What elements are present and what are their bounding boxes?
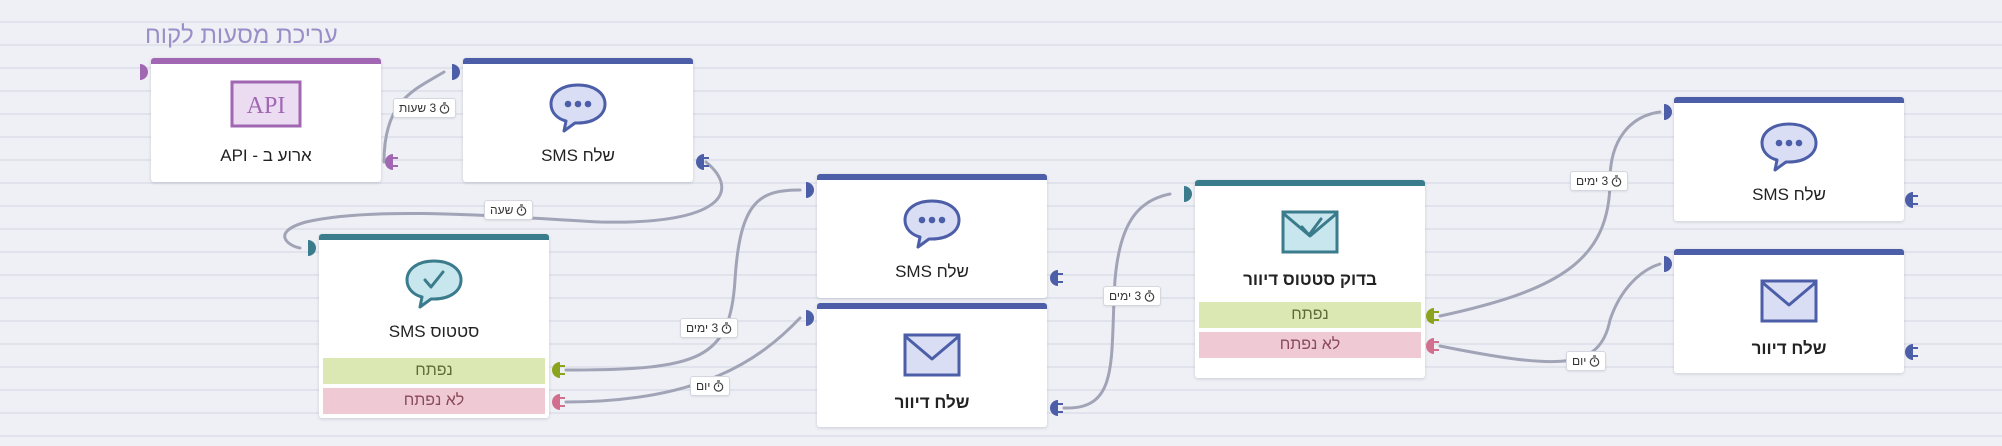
envelope-icon	[817, 333, 1047, 377]
node-header-bar	[319, 234, 549, 240]
branch-opened[interactable]: נפתח	[1199, 302, 1421, 328]
wire-check-opened-to-sms	[1438, 110, 1662, 318]
input-port	[1664, 104, 1672, 120]
output-plug-mail-1	[1050, 400, 1063, 416]
node-send-mail-2[interactable]: שלח דיוור	[1674, 249, 1904, 373]
node-header-bar	[1195, 180, 1425, 186]
node-title: שלח SMS	[1752, 185, 1826, 204]
chat-bubble-icon	[1674, 121, 1904, 173]
delay-label[interactable]: 3 שעות	[393, 98, 457, 118]
delay-label[interactable]: 3 ימים	[1103, 286, 1162, 306]
output-plug-sms-2	[1050, 270, 1063, 286]
chat-check-icon	[319, 258, 549, 310]
stopwatch-icon	[714, 380, 724, 392]
node-title: שלח דיוור	[894, 393, 970, 412]
stopwatch-icon	[439, 102, 450, 114]
node-title: שלח דיוור	[1751, 339, 1827, 358]
output-plug-sms-3	[1905, 192, 1918, 208]
delay-label[interactable]: 3 ימים	[680, 318, 739, 338]
delay-label[interactable]: שעה	[484, 200, 534, 220]
stopwatch-icon	[1144, 290, 1155, 302]
node-header-bar	[817, 174, 1047, 180]
stopwatch-icon	[1590, 355, 1600, 367]
branch-opened[interactable]: נפתח	[323, 358, 545, 384]
node-api-event[interactable]: API ארוע ב - API	[151, 58, 381, 182]
branch-not-opened[interactable]: לא נפתח	[323, 388, 545, 414]
node-title: שלח SMS	[895, 262, 969, 281]
node-title: בדוק סטטוס דיוור	[1243, 270, 1377, 289]
output-plug-status-not-opened	[552, 394, 565, 410]
stopwatch-icon	[517, 204, 527, 216]
branch-not-opened[interactable]: לא נפתח	[1199, 332, 1421, 358]
chat-bubble-icon	[463, 82, 693, 134]
node-header-bar	[463, 58, 693, 64]
node-header-bar	[1674, 97, 1904, 103]
delay-label[interactable]: יום	[1566, 351, 1607, 371]
wire-check-not-opened-to-mail	[1438, 262, 1662, 364]
delay-label[interactable]: יום	[690, 376, 731, 396]
node-send-sms-1[interactable]: שלח SMS	[463, 58, 693, 182]
wire-status-not-opened-to-mail	[564, 316, 802, 404]
node-header-bar	[1674, 249, 1904, 255]
node-title: סטטוס SMS	[388, 322, 480, 341]
output-plug-check-opened	[1426, 308, 1439, 324]
node-header-bar	[817, 303, 1047, 309]
wire-status-opened-to-sms	[564, 188, 802, 372]
delay-label[interactable]: 3 ימים	[1570, 171, 1629, 191]
stopwatch-icon	[1611, 175, 1622, 187]
node-check-mail-status[interactable]: בדוק סטטוס דיוור נפתח לא נפתח	[1195, 180, 1425, 378]
envelope-check-icon	[1195, 210, 1425, 254]
api-icon: API	[151, 80, 381, 128]
input-port	[1184, 186, 1192, 202]
envelope-icon	[1674, 279, 1904, 323]
node-send-mail-1[interactable]: שלח דיוור	[817, 303, 1047, 427]
output-plug-check-not-opened	[1426, 338, 1439, 354]
page-title: עריכת מסעות לקוח	[145, 22, 338, 49]
output-plug-api	[385, 154, 398, 170]
svg-text:API: API	[247, 93, 286, 119]
node-send-sms-2[interactable]: שלח SMS	[817, 174, 1047, 298]
output-plug-mail-2	[1905, 344, 1918, 360]
input-port	[806, 310, 814, 326]
node-send-sms-3[interactable]: שלח SMS	[1674, 97, 1904, 221]
input-port	[140, 64, 148, 80]
output-plug-status-opened	[552, 362, 565, 378]
node-title: שלח SMS	[541, 146, 615, 165]
node-header-bar	[151, 58, 381, 64]
output-plug-sms-1	[696, 154, 709, 170]
input-port	[1664, 256, 1672, 272]
input-port	[308, 240, 316, 256]
node-sms-status[interactable]: סטטוס SMS נפתח לא נפתח	[319, 234, 549, 418]
node-title: ארוע ב - API	[220, 146, 312, 165]
input-port	[806, 182, 814, 198]
chat-bubble-icon	[817, 198, 1047, 250]
input-port	[452, 64, 460, 80]
stopwatch-icon	[721, 322, 732, 334]
